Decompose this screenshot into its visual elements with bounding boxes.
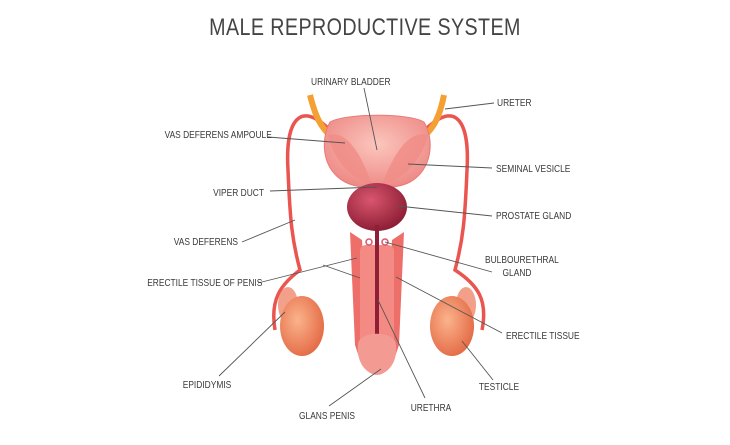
- testicle-right: [430, 296, 474, 356]
- label-epididymis: EPIDIDYMIS: [182, 379, 232, 391]
- diagram-title: MALE REPRODUCTIVE SYSTEM: [209, 14, 521, 41]
- label-erectile-tissue: ERECTILE TISSUE: [506, 330, 580, 342]
- testicle-left: [280, 296, 324, 356]
- label-seminal-vesicle: SEMINAL VESICLE: [496, 163, 571, 175]
- label-bulbourethral-gland-line2: GLAND: [502, 267, 532, 279]
- label-urinary-bladder: URINARY BLADDER: [311, 76, 391, 88]
- label-prostate-gland: PROSTATE GLAND: [496, 210, 572, 222]
- label-bulbourethral-gland-line1: BULBOURETHRAL: [485, 254, 559, 266]
- vas-deferens-right: [423, 114, 486, 331]
- label-testicle: TESTICLE: [478, 381, 520, 393]
- leader-lines: [218, 87, 503, 407]
- seminal-vesicle-right: [382, 134, 428, 185]
- label-glans-penis: GLANS PENIS: [299, 410, 356, 422]
- bulbourethral-gland-left: [365, 238, 373, 246]
- bulbourethral-gland-right: [381, 238, 389, 246]
- label-ureter: URETER: [497, 97, 532, 109]
- label-vas-deferens-ampoule: VAS DEFERENS AMPOULE: [164, 129, 272, 141]
- label-urethra: URETHRA: [410, 402, 452, 414]
- label-viper-duct: VIPER DUCT: [213, 187, 264, 199]
- seminal-vesicle-left: [328, 134, 372, 185]
- vas-deferens-left: [272, 114, 332, 331]
- label-erectile-tissue-of-penis: ERECTILE TISSUE OF PENIS: [147, 277, 263, 289]
- label-vas-deferens: VAS DEFERENS: [173, 236, 238, 248]
- glans-penis: [357, 333, 397, 375]
- prostate-gland: [347, 183, 407, 231]
